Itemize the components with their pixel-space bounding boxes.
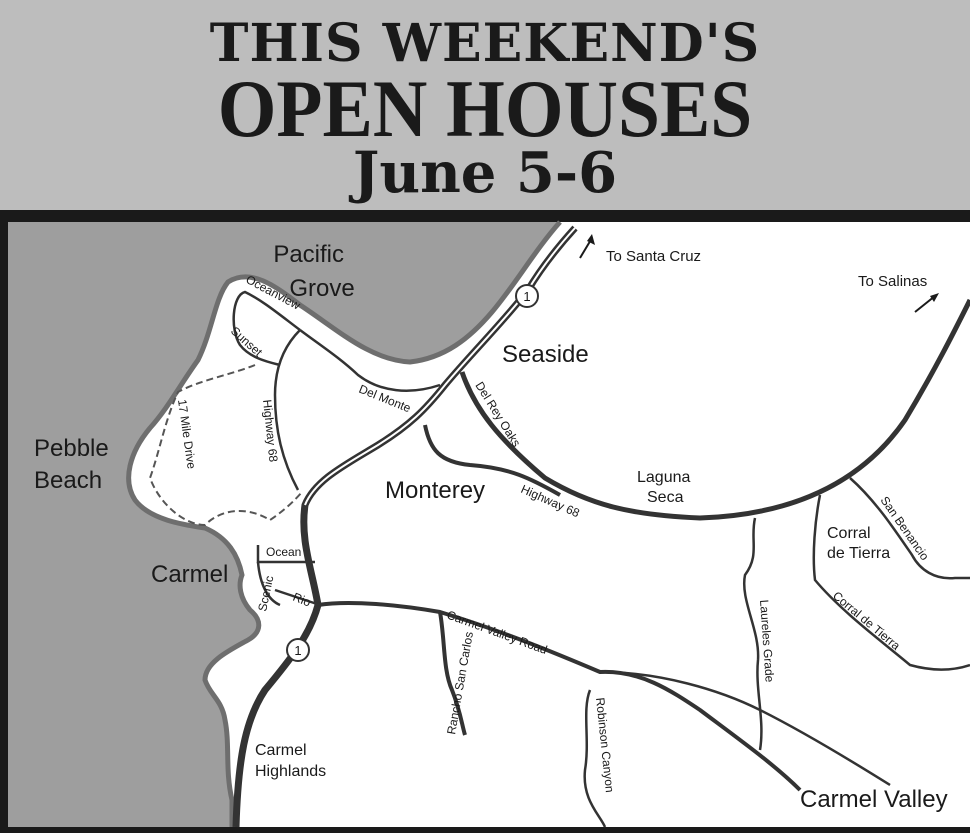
svg-text:1: 1 — [294, 643, 301, 658]
label-to-santa-cruz: To Santa Cruz — [606, 248, 701, 265]
label-highway-68-west: Highway 68 — [260, 399, 281, 463]
arrow-to-salinas-icon — [914, 293, 939, 313]
road-highway-68-west — [273, 329, 301, 491]
highway-68-east — [459, 298, 970, 521]
label-laguna-seca: Laguna Seca — [637, 469, 695, 506]
header-banner: THIS WEEKEND'S OPEN HOUSES June 5-6 — [0, 0, 970, 210]
label-carmel-highlands: Carmel Highlands — [255, 742, 326, 780]
highway-1-shield-north: 1 — [515, 284, 539, 308]
label-laureles-grade: Laureles Grade — [757, 599, 777, 683]
road-laureles-grade — [742, 517, 763, 751]
road-pg-loop — [232, 290, 301, 367]
road-scenic — [256, 561, 281, 607]
map-frame: 1 1 Pacific Grove Seaside Pebbl — [0, 210, 970, 833]
road-rancho-san-carlos — [438, 611, 467, 736]
svg-text:1: 1 — [523, 289, 530, 304]
map-ocean — [8, 222, 560, 827]
road-carmel-valley — [317, 601, 802, 792]
arrow-to-santa-cruz-icon — [579, 234, 595, 259]
header-date: June 5-6 — [352, 140, 618, 206]
header-line-1: THIS WEEKEND'S — [209, 13, 761, 74]
highway-1-inner — [304, 227, 576, 506]
road-corral-de-tierra — [812, 494, 970, 671]
road-san-benancio — [849, 477, 970, 580]
label-ocean: Ocean — [266, 545, 301, 559]
label-pebble-beach: Pebble Beach — [34, 435, 115, 494]
label-monterey: Monterey — [385, 477, 485, 504]
label-pacific-grove: Pacific Grove — [273, 241, 354, 302]
label-to-salinas: To Salinas — [858, 273, 927, 290]
road-robinson-canyon — [583, 689, 607, 828]
header-line-2: OPEN HOUSES — [217, 63, 753, 154]
label-carmel: Carmel — [151, 561, 228, 588]
highway-1-shield-south: 1 — [286, 638, 310, 662]
road-17-mile-drive — [148, 364, 303, 527]
label-rio: Rio — [291, 590, 313, 610]
label-seaside: Seaside — [502, 341, 589, 368]
road-connector — [423, 424, 561, 497]
road-oceanview — [299, 328, 441, 392]
road-rio — [274, 588, 321, 607]
label-corral-de-tierra-area: Corral de Tierra — [827, 525, 890, 562]
label-carmel-valley: Carmel Valley — [800, 786, 948, 813]
map: 1 1 Pacific Grove Seaside Pebbl — [8, 220, 970, 828]
coastline — [126, 220, 562, 827]
